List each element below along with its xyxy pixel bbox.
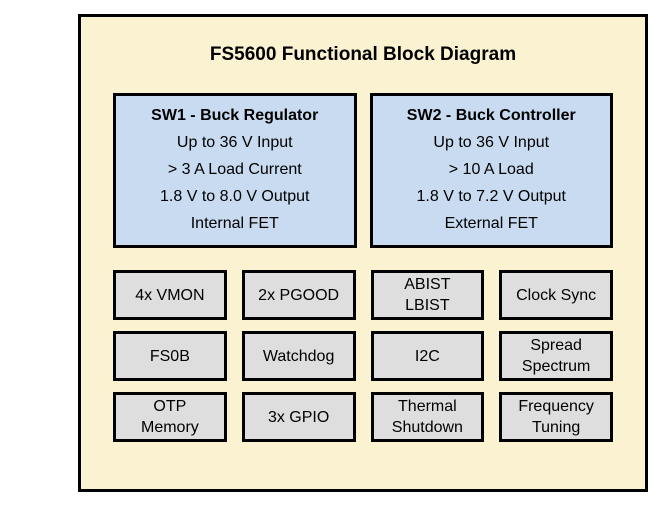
diagram-title: FS5600 Functional Block Diagram [209,44,517,65]
sw1-spec-fet: Internal FET [190,215,279,232]
block-spread-spectrum: Spread Spectrum [499,331,613,381]
block-4x-vmon: 4x VMON [113,270,227,320]
sw2-buck-controller-block: SW2 - Buck Controller Up to 36 V Input >… [369,93,613,248]
feature-block-grid: 4x VMON 2x PGOOD ABIST LBIST Clock Sync … [113,270,613,442]
block-abist-lbist: ABIST LBIST [370,270,485,320]
block-otp-memory: OTP Memory [113,392,227,442]
block-frequency-tuning: Frequency Tuning [499,392,613,442]
sw1-block-title: SW1 - Buck Regulator [151,107,319,124]
block-fs0b: FS0B [113,331,227,381]
sw2-spec-load: > 10 A Load [448,161,534,178]
sw2-block-title: SW2 - Buck Controller [406,107,576,124]
diagram-canvas: FS5600 Functional Block Diagram SW1 - Bu… [78,14,648,492]
sw1-spec-input: Up to 36 V Input [176,134,293,151]
sw2-spec-fet: External FET [444,215,538,232]
block-watchdog: Watchdog [241,331,356,381]
block-3x-gpio: 3x GPIO [241,392,356,442]
sw1-buck-regulator-block: SW1 - Buck Regulator Up to 36 V Input > … [113,93,357,248]
block-i2c: I2C [370,331,485,381]
block-thermal-shutdown: Thermal Shutdown [370,392,485,442]
sw1-spec-load: > 3 A Load Current [167,161,302,178]
sw2-spec-output: 1.8 V to 7.2 V Output [416,188,566,205]
switcher-row: SW1 - Buck Regulator Up to 36 V Input > … [113,93,613,248]
block-clock-sync: Clock Sync [499,270,613,320]
sw1-spec-output: 1.8 V to 8.0 V Output [160,188,310,205]
block-2x-pgood: 2x PGOOD [241,270,356,320]
sw2-spec-input: Up to 36 V Input [433,134,550,151]
